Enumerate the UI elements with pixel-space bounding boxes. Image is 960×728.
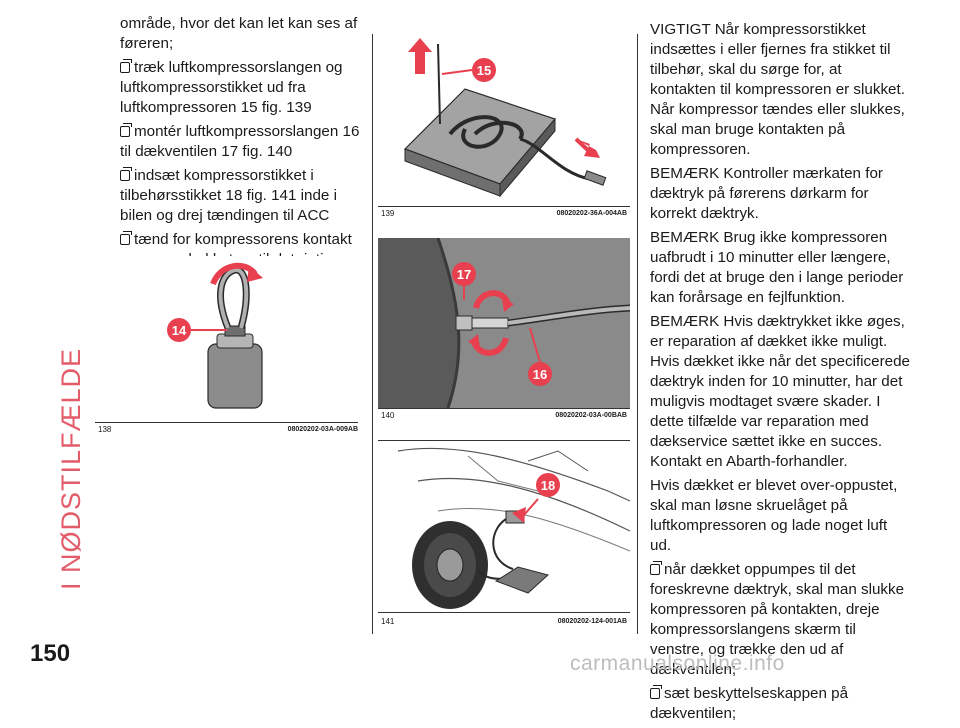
checkbox-bullet-icon (120, 123, 132, 137)
callout-17: 17 (457, 267, 471, 282)
checkbox-bullet-icon (650, 561, 662, 575)
callout-14: 14 (172, 323, 187, 338)
figure-code: 08020202-03A-009AB (287, 426, 358, 433)
figure-divider (378, 612, 630, 613)
figure-number: 138 (98, 425, 112, 434)
figure-code: 08020202-03A-00BAB (555, 412, 627, 419)
checkbox-bullet-icon (650, 685, 662, 699)
list-item: træk luftkompressorslangen og luftkompre… (120, 59, 343, 116)
paragraph: BEMÆRK Kontroller mærkaten for dæktryk p… (650, 165, 883, 222)
paragraph: VIGTIGT Når kompressorstikket indsættes … (650, 21, 905, 158)
watermark: carmanualsonline.info (570, 652, 785, 675)
list-item: når dækket oppumpes til det foreskrevne … (650, 561, 905, 678)
list-item: indsæt kompressorstikket i tilbehørsstik… (120, 167, 337, 224)
figure-141: 18 (378, 441, 630, 611)
figure-number: 141 (381, 617, 395, 626)
figure-code: 08020202-36A-004AB (556, 210, 627, 217)
paragraph: BEMÆRK Brug ikke kompressoren uafbrudt i… (650, 229, 904, 306)
callout-15: 15 (477, 63, 491, 78)
checkbox-bullet-icon (120, 59, 132, 73)
column-divider (637, 34, 638, 634)
power-socket-illustration: 18 (378, 441, 630, 611)
figure-divider (378, 440, 630, 441)
text-column-left: område, hvor det kan let kan ses af føre… (120, 14, 365, 294)
valve-connection-illustration: 17 16 (378, 238, 630, 408)
text-column-right: VIGTIGT Når kompressorstikket indsættes … (650, 20, 910, 728)
compressor-illustration: 15 (380, 34, 630, 204)
figure-code: 08020202-124-001AB (557, 618, 627, 625)
figure-number: 140 (381, 411, 395, 420)
figure-divider (378, 206, 630, 207)
column-divider (372, 34, 373, 634)
paragraph: BEMÆRK Hvis dæktrykket ikke øges, er rep… (650, 313, 910, 470)
page-number: 150 (30, 640, 71, 667)
paragraph: Hvis dækket er blevet over-oppustet, ska… (650, 477, 898, 554)
list-item: montér luftkompressorslangen 16 til dækv… (120, 123, 360, 160)
figure-139: 15 (380, 34, 630, 204)
checkbox-bullet-icon (120, 231, 132, 245)
figure-divider (378, 408, 630, 409)
sealant-bottle-illustration: 14 (95, 256, 358, 422)
figure-number: 139 (381, 209, 395, 218)
chapter-title: I NØDSTILFÆLDE (56, 347, 86, 590)
checkbox-bullet-icon (120, 167, 132, 181)
figure-140: 17 16 (378, 238, 630, 408)
callout-18: 18 (541, 478, 555, 493)
figure-138: 14 (95, 256, 358, 422)
intro-text: område, hvor det kan let kan ses af føre… (120, 15, 358, 52)
callout-16: 16 (533, 367, 547, 382)
chapter-side-tab: I NØDSTILFÆLDE (52, 30, 86, 590)
list-item: sæt beskyttelseskappen på dækventilen; (650, 685, 849, 722)
figure-divider (95, 422, 358, 423)
